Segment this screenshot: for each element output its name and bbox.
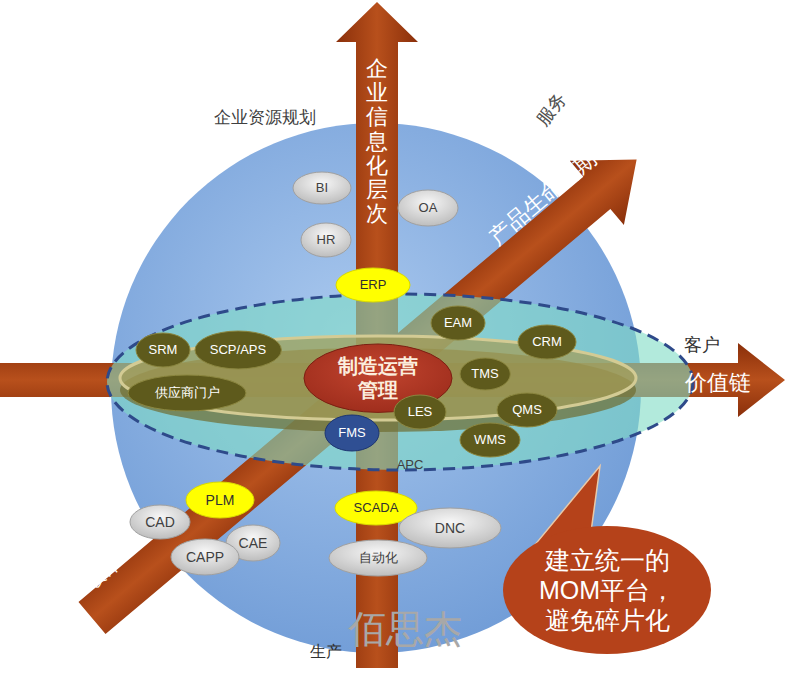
ellipse-shape: [301, 223, 351, 257]
ellipse-shape: [398, 190, 458, 226]
ellipse-shape: [293, 172, 351, 204]
system-ellipse: TMS: [459, 357, 511, 391]
system-ellipse: EAM: [430, 305, 486, 341]
node-label: EAM: [444, 315, 472, 331]
system-ellipse: SCP/APS: [194, 330, 282, 370]
system-ellipse: 自动化: [328, 539, 428, 577]
axis-label: 客户: [684, 335, 720, 357]
node-label: ERP: [360, 277, 387, 293]
ellipse-shape: [171, 539, 239, 575]
node-label: HR: [317, 232, 336, 248]
callout-ellipse: [503, 526, 711, 654]
node-label: DNC: [435, 520, 465, 537]
node-label: PLM: [206, 492, 235, 509]
layer-label: 企业资源规划: [214, 108, 316, 128]
system-ellipse: CAPP: [170, 538, 240, 576]
ellipse-shape: [394, 395, 446, 429]
node-label: SCADA: [354, 500, 399, 516]
node-label: TMS: [471, 366, 498, 382]
system-ellipse: QMS: [496, 392, 558, 428]
system-ellipse: OA: [397, 189, 459, 227]
system-ellipse: 供应商门户: [127, 374, 247, 412]
system-ellipse: WMS: [459, 422, 521, 458]
ellipse-shape: [460, 358, 510, 390]
axis-label: 生产: [310, 642, 342, 661]
system-ellipse: FMS: [324, 414, 380, 452]
system-ellipse: DNC: [398, 507, 502, 549]
ellipse-shape: [497, 393, 557, 427]
node-label: QMS: [512, 402, 542, 418]
system-label: APC: [397, 457, 424, 473]
system-ellipse: HR: [300, 222, 352, 258]
axis-label: 服务: [532, 89, 571, 131]
node-label: FMS: [338, 425, 365, 441]
node-label: 建立统一的 MOM平台， 避免碎片化: [532, 545, 682, 635]
arrow-label: 价值链: [685, 370, 751, 396]
ellipse-shape: [399, 508, 501, 548]
node-label: CAPP: [186, 549, 224, 566]
system-ellipse: SRM: [135, 332, 191, 368]
node-label: BI: [316, 180, 328, 196]
callout-bubble: 建立统一的 MOM平台， 避免碎片化: [502, 525, 712, 655]
system-ellipse: LES: [393, 394, 447, 430]
node-label: CAD: [145, 514, 175, 531]
ellipse-shape: [431, 306, 485, 340]
node-label: LES: [408, 404, 433, 420]
arrow-label: 企业信息化层次: [366, 57, 388, 226]
ellipse-shape: [460, 423, 520, 457]
ellipse-shape: [128, 375, 246, 411]
node-label: CRM: [532, 334, 562, 350]
mom-platform-band: [107, 294, 693, 470]
watermark: 佰思杰: [348, 607, 462, 653]
node-label: 制造运营 管理: [336, 354, 420, 402]
ellipse-shape: [329, 540, 427, 576]
node-label: 自动化: [359, 550, 398, 566]
ellipse-shape: [336, 268, 410, 302]
node-label: 供应商门户: [155, 385, 220, 401]
system-ellipse: CRM: [517, 324, 577, 360]
ellipse-shape: [186, 482, 254, 518]
system-ellipse: BI: [292, 171, 352, 205]
system-ellipse: CAD: [129, 504, 191, 540]
node-label: SRM: [149, 342, 178, 358]
ellipse-shape: [136, 333, 190, 367]
ellipse-shape: [325, 415, 379, 451]
system-ellipse: ERP: [335, 267, 411, 303]
ellipse-shape: [130, 505, 190, 539]
node-label: SCP/APS: [210, 342, 266, 358]
ellipse-shape: [518, 325, 576, 359]
node-label: OA: [419, 200, 438, 216]
node-label: CAE: [239, 535, 268, 552]
node-label: WMS: [474, 432, 506, 448]
ellipse-shape: [195, 331, 281, 369]
system-ellipse: PLM: [185, 481, 255, 519]
